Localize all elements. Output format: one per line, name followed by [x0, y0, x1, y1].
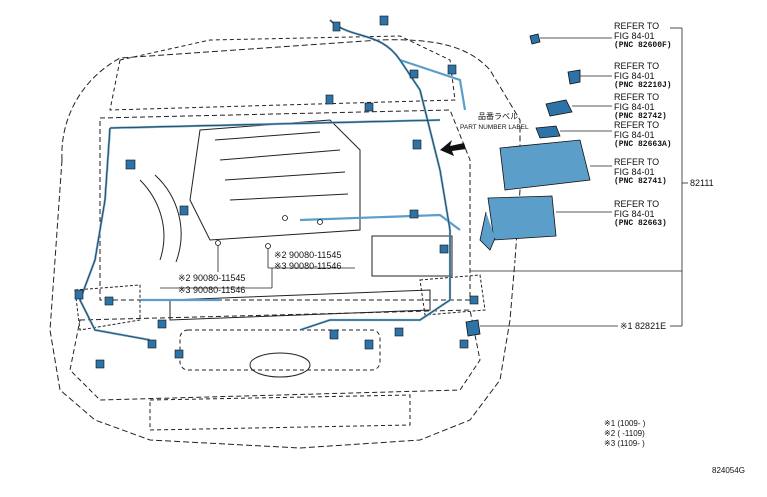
callout-refer: REFER TO: [614, 120, 660, 130]
connector: [447, 64, 457, 75]
battery: [371, 235, 453, 277]
callout-refer: REFER TO: [614, 199, 660, 209]
connector: [409, 209, 419, 219]
part-label-en: PART NUMBER LABEL: [460, 124, 529, 131]
legend: ※1 (1009- ) ※2 ( -1109) ※3 (1109- ): [604, 419, 645, 449]
connector: [469, 295, 479, 305]
group-part-number: 82111: [690, 178, 714, 188]
grille: [179, 329, 381, 371]
part-82663a: [535, 125, 561, 139]
center-branch: [299, 213, 461, 231]
callout-fig: FIG 84-01: [614, 102, 655, 112]
radiator-support: [169, 289, 431, 321]
callout-pnc: (PNC 82742): [614, 112, 667, 121]
hood-opening: [99, 109, 471, 301]
body-outline-lower: [49, 159, 516, 449]
legend-item: ※3 (1109- ): [604, 439, 645, 448]
callout-fig: FIG 84-01: [614, 71, 655, 81]
part-90080-11546-upper: ※3 90080-11546: [274, 261, 342, 271]
part-82742: [545, 99, 573, 117]
windshield: [109, 35, 456, 111]
arrow-icon: [440, 140, 466, 156]
connector: [364, 339, 374, 350]
connector: [332, 21, 341, 32]
connector: [394, 327, 404, 337]
connector: [329, 329, 339, 340]
connector: [125, 159, 136, 170]
part-82821e: [465, 319, 481, 337]
connector: [409, 69, 419, 79]
connector: [74, 289, 84, 300]
connector: [179, 205, 189, 216]
headlamp-right: [419, 274, 486, 316]
part-label-jp: 品番ラベル: [478, 112, 518, 121]
part-82663: [487, 195, 557, 241]
callout-pnc: (PNC 82210J): [614, 81, 672, 90]
legend-item: ※2 ( -1109): [604, 429, 645, 438]
intake-duct: [139, 174, 182, 263]
connector: [174, 349, 184, 359]
connector: [104, 296, 114, 306]
headlamp-left: [74, 284, 141, 331]
bolt: [215, 240, 221, 246]
connector: [412, 139, 422, 150]
connector: [147, 339, 157, 349]
bolt: [282, 215, 288, 221]
callout-fig: FIG 84-01: [614, 209, 655, 219]
legend-item: ※1 (1009- ): [604, 419, 646, 428]
engine-block: [189, 119, 361, 241]
connector: [95, 359, 105, 369]
connector: [459, 339, 469, 349]
part-90080-11545-upper: ※2 90080-11545: [274, 250, 342, 260]
part-90080-11546-lower: ※3 90080-11546: [178, 285, 246, 295]
lower-grille: [149, 394, 411, 431]
bolt: [265, 243, 271, 249]
callout-refer: REFER TO: [614, 61, 660, 71]
part-82210j: [567, 69, 581, 85]
callout-refer: REFER TO: [614, 21, 660, 31]
emblem: [249, 352, 311, 378]
connector: [379, 15, 389, 26]
connector: [364, 102, 374, 112]
callout-82742: REFER TO FIG 84-01 (PNC 82742): [614, 92, 667, 122]
upper-branch: [399, 58, 467, 111]
callout-pnc: (PNC 82663A): [614, 140, 672, 149]
part-90080-11545-lower: ※2 90080-11545: [178, 273, 246, 283]
callout-82741: REFER TO FIG 84-01 (PNC 82741): [614, 157, 667, 187]
callout-pnc: (PNC 82741): [614, 177, 667, 186]
connector: [325, 94, 334, 105]
left-harness: [78, 127, 151, 342]
part-82821e: ※1 82821E: [620, 321, 667, 331]
callout-pnc: (PNC 82600F): [614, 41, 672, 50]
part-82600f: [529, 33, 541, 45]
part-82741: [499, 139, 591, 191]
callout-refer: REFER TO: [614, 92, 660, 102]
connector: [157, 319, 167, 329]
bolt: [317, 219, 323, 225]
callout-82210j: REFER TO FIG 84-01 (PNC 82210J): [614, 61, 672, 91]
callout-82600f: REFER TO FIG 84-01 (PNC 82600F): [614, 21, 672, 51]
callout-refer: REFER TO: [614, 157, 660, 167]
callout-82663: REFER TO FIG 84-01 (PNC 82663): [614, 199, 667, 229]
engine-detail: [214, 131, 349, 201]
callout-fig: FIG 84-01: [614, 130, 655, 140]
callout-82663a: REFER TO FIG 84-01 (PNC 82663A): [614, 120, 672, 150]
callout-pnc: (PNC 82663): [614, 219, 667, 228]
callout-fig: FIG 84-01: [614, 167, 655, 177]
illustration-id: 824054G: [712, 466, 745, 475]
main-harness: [299, 19, 452, 332]
connector: [439, 244, 449, 254]
front-bumper: [69, 309, 481, 401]
callout-fig: FIG 84-01: [614, 31, 655, 41]
